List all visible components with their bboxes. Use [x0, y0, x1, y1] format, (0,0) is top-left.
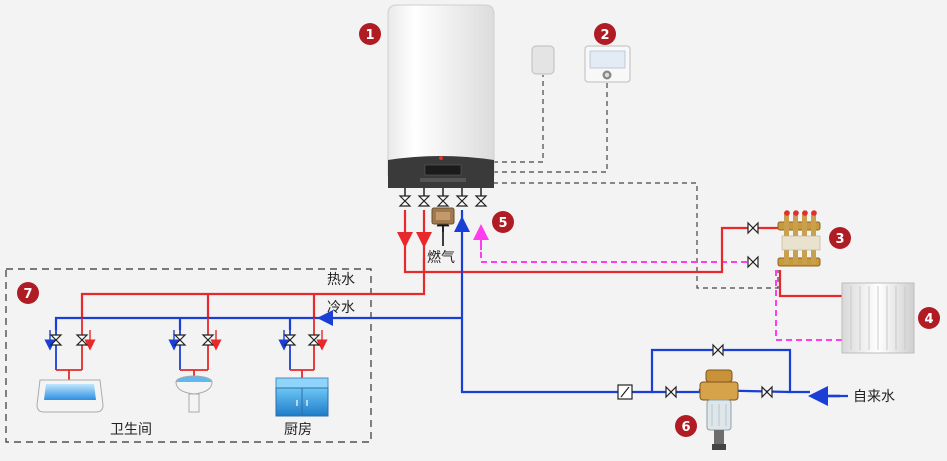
badge-5-text: 5 — [498, 216, 507, 231]
badge-1: 1 — [359, 23, 381, 45]
badge-4-text: 4 — [924, 312, 933, 327]
room-sensor — [531, 45, 555, 75]
bathroom-label: 卫生间 — [110, 422, 152, 438]
hot-water-label: 热水 — [327, 272, 355, 288]
gas-line — [431, 207, 455, 246]
control-wiring — [493, 75, 779, 289]
valves — [49, 195, 773, 399]
badge-6: 6 — [675, 415, 697, 437]
check-valve — [617, 384, 633, 400]
badge-2-text: 2 — [600, 28, 609, 43]
badge-7: 7 — [17, 282, 39, 304]
fixture-arrows — [44, 330, 328, 351]
badge-3: 3 — [829, 227, 851, 249]
badge-3-text: 3 — [835, 232, 844, 247]
badge-2: 2 — [594, 23, 616, 45]
hot-water-lines — [80, 210, 842, 318]
washbasin — [175, 375, 213, 413]
gas-label: 燃气 — [427, 249, 455, 266]
radiator — [841, 282, 915, 354]
cold-water-label: 冷水 — [327, 300, 355, 316]
manifold — [777, 210, 821, 267]
badge-6-text: 6 — [681, 420, 690, 435]
badge-5: 5 — [492, 211, 514, 233]
badge-7-text: 7 — [23, 287, 32, 302]
badge-1-text: 1 — [365, 28, 374, 43]
thermostat — [584, 45, 631, 83]
domestic-zone-box — [5, 268, 372, 443]
kitchen-label: 厨房 — [284, 422, 312, 438]
bathtub — [36, 379, 104, 413]
cold-water-lines — [54, 210, 810, 394]
tap-water-label: 自来水 — [853, 389, 895, 405]
gas-boiler — [387, 4, 495, 188]
fixture-drops — [55, 318, 315, 370]
fixture-feeds — [56, 369, 314, 380]
pre-filter — [699, 369, 739, 450]
badge-4: 4 — [918, 307, 940, 329]
kitchen-cabinet — [275, 377, 329, 417]
